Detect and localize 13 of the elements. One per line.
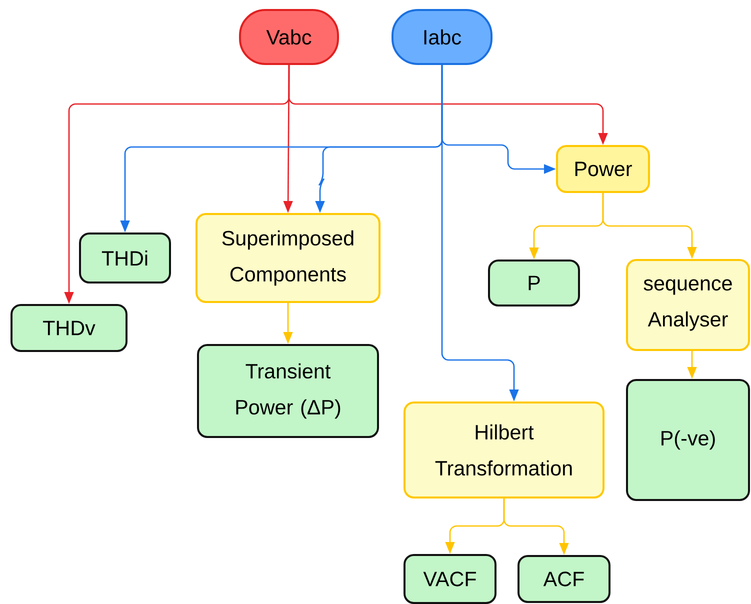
input-pill: Iabc <box>392 9 492 65</box>
process-box: sequence Analyser <box>626 259 750 351</box>
process-box: Superimposed Components <box>196 213 380 303</box>
output-box: THDv <box>10 304 128 352</box>
output-box: Transient Power (ΔP) <box>197 344 379 438</box>
output-box: P <box>488 260 580 306</box>
output-box: VACF <box>404 554 496 604</box>
output-box: ACF <box>518 555 610 603</box>
input-pill: Vabc <box>239 9 339 65</box>
process-box: Hilbert Transformation <box>404 402 604 498</box>
output-box: P(-ve) <box>626 379 750 501</box>
output-box: THDi <box>79 232 171 284</box>
process-box: Power <box>556 145 650 193</box>
